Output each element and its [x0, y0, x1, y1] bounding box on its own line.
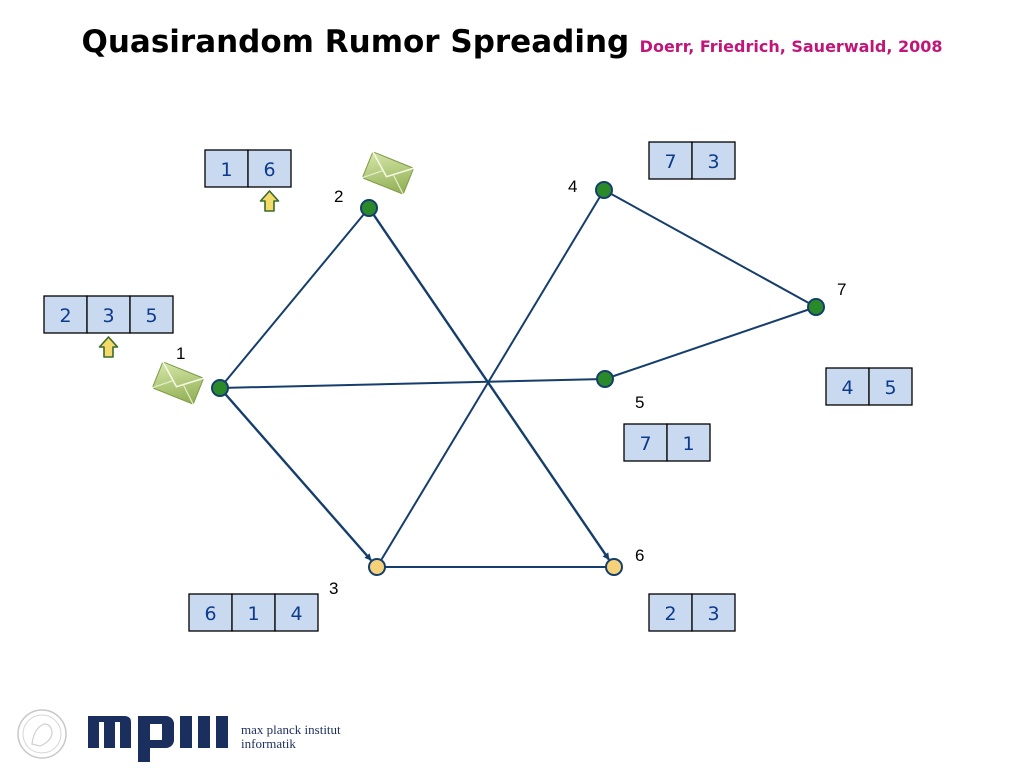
list-cell-value: 4 — [841, 377, 853, 399]
list-cell-value: 3 — [707, 151, 719, 173]
edge-5-7 — [604, 306, 817, 380]
list-cell — [648, 141, 693, 180]
node-label-3: 3 — [329, 579, 338, 598]
edge-4-7 — [603, 189, 817, 308]
node-label-6: 6 — [635, 546, 644, 565]
list-cell-value: 5 — [145, 305, 157, 327]
list-cell — [231, 593, 276, 632]
list-cell-value: 5 — [884, 377, 896, 399]
list-cell-value: 4 — [290, 603, 302, 625]
list-cell-value: 7 — [664, 151, 676, 173]
pointer-arrow-icon — [259, 190, 280, 212]
list-cell — [691, 141, 736, 180]
neighbor-list-node-1: 2 3 5 — [43, 295, 174, 334]
edge-4-3 — [376, 189, 605, 568]
edge-1-5 — [219, 378, 606, 389]
institute-name-line2: informatik — [241, 736, 296, 751]
node-label-5: 5 — [635, 393, 644, 412]
edges-layer — [219, 189, 817, 568]
node-4 — [595, 181, 613, 199]
node-label-7: 7 — [837, 280, 846, 299]
list-cell-value: 1 — [247, 603, 259, 625]
node-label-4: 4 — [568, 177, 577, 196]
edge-1-2 — [219, 207, 370, 389]
list-cell-value: 7 — [639, 433, 651, 455]
node-2 — [360, 199, 378, 217]
node-6 — [605, 558, 623, 576]
edge-1-3 — [219, 387, 372, 562]
list-cell — [247, 149, 292, 188]
minerva-seal-icon — [17, 709, 67, 759]
institute-name-line1: max planck institut — [241, 722, 341, 737]
edge-2-6 — [368, 207, 610, 561]
node-labels-layer: 1 2 3 4 5 6 7 — [176, 177, 846, 598]
list-cell-value: 1 — [220, 159, 232, 181]
title-row: Quasirandom Rumor Spreading Doerr, Fried… — [0, 24, 1024, 60]
neighbor-list-node-3: 6 1 4 — [188, 593, 319, 632]
list-cell-value: 2 — [664, 603, 676, 625]
node-7 — [807, 298, 825, 316]
list-cell-value: 2 — [59, 305, 71, 327]
list-cell-value: 3 — [707, 603, 719, 625]
envelope-icon — [362, 151, 414, 195]
messages-layer — [152, 151, 414, 405]
mpi-logo-mark — [88, 716, 228, 762]
node-3 — [368, 558, 386, 576]
list-cell — [648, 593, 693, 632]
list-cell — [666, 423, 711, 462]
list-cell — [188, 593, 233, 632]
pointers-layer — [98, 190, 280, 358]
node-label-2: 2 — [334, 187, 343, 206]
list-cell-value: 3 — [102, 305, 114, 327]
list-cell — [129, 295, 174, 334]
list-cell-value: 6 — [263, 159, 275, 181]
slide-title: Quasirandom Rumor Spreading — [81, 24, 630, 60]
list-cell — [691, 593, 736, 632]
node-1 — [211, 379, 229, 397]
list-cell — [868, 367, 913, 406]
pointer-arrow-icon — [98, 336, 119, 358]
node-label-1: 1 — [176, 344, 185, 363]
list-cell — [86, 295, 131, 334]
envelope-icon — [152, 361, 204, 405]
list-cell — [825, 367, 870, 406]
footer-logo: max planck institut informatik — [17, 709, 341, 762]
list-cell — [274, 593, 319, 632]
list-cell-value: 6 — [204, 603, 216, 625]
node-5 — [596, 370, 614, 388]
nodes-layer — [211, 181, 825, 576]
list-cell-value: 1 — [682, 433, 694, 455]
slide-subtitle: Doerr, Friedrich, Sauerwald, 2008 — [639, 37, 943, 56]
